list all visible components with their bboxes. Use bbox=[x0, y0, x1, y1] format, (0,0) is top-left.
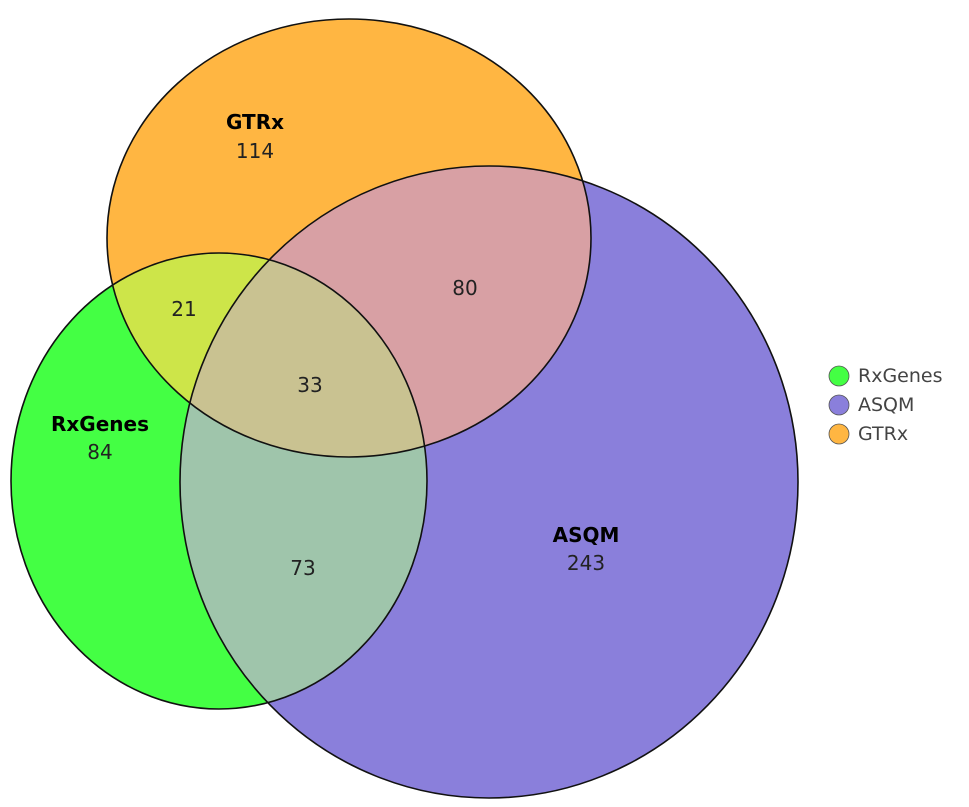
legend-item-rxgenes: RxGenes bbox=[828, 365, 943, 387]
rxgenes-outline bbox=[10, 252, 428, 710]
legend: RxGenes ASQM GTRx bbox=[828, 365, 943, 445]
gtrx-asqm-count: 80 bbox=[452, 276, 477, 300]
rxgenes-label: RxGenes bbox=[51, 412, 149, 436]
gtrx-outline bbox=[106, 18, 592, 458]
rxgenes-asqm-count: 73 bbox=[290, 556, 315, 580]
legend-item-asqm: ASQM bbox=[828, 394, 914, 416]
asqm-only-count: 243 bbox=[567, 551, 605, 575]
gtrx-only-count: 114 bbox=[236, 139, 274, 163]
legend-swatch-gtrx bbox=[828, 423, 850, 445]
legend-swatch-rxgenes bbox=[828, 365, 850, 387]
asqm-label: ASQM bbox=[553, 523, 620, 547]
legend-swatch-asqm bbox=[828, 394, 850, 416]
rxgenes-only-count: 84 bbox=[87, 440, 112, 464]
legend-label-rxgenes: RxGenes bbox=[858, 365, 943, 387]
asqm-outline bbox=[179, 165, 799, 799]
rxgenes-gtrx-count: 21 bbox=[171, 297, 196, 321]
legend-label-asqm: ASQM bbox=[858, 394, 914, 416]
triple-overlap bbox=[180, 253, 427, 457]
triple-count: 33 bbox=[297, 373, 322, 397]
legend-item-gtrx: GTRx bbox=[828, 423, 908, 445]
legend-label-gtrx: GTRx bbox=[858, 423, 908, 445]
gtrx-label: GTRx bbox=[226, 110, 284, 134]
